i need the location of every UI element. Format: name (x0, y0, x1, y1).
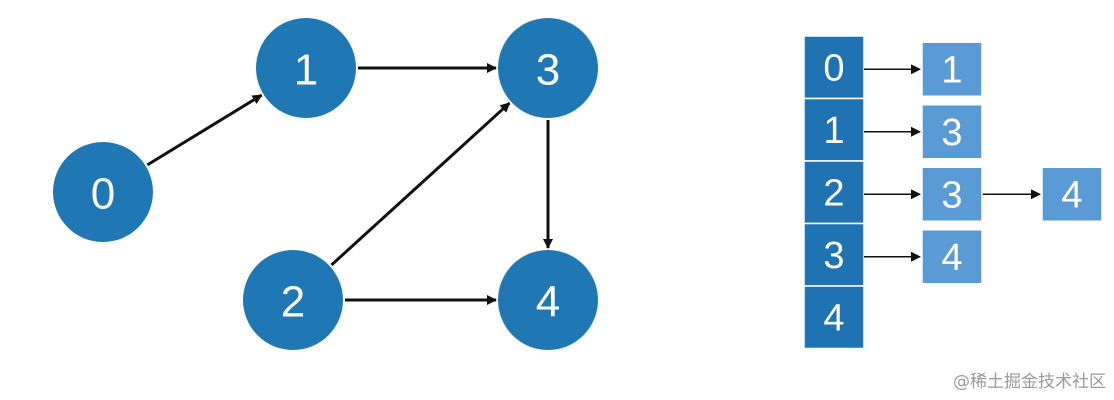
node-circle (498, 18, 598, 118)
graph-node-0: 0 (53, 142, 153, 242)
index-cell-box (803, 35, 865, 100)
index-cell-2: 2 (803, 160, 865, 225)
graph-nodes: 0 1 2 3 4 (53, 18, 598, 350)
neighbor-cell-box (921, 229, 983, 285)
index-cell-label: 4 (823, 297, 844, 339)
index-cell-label: 1 (823, 110, 844, 152)
node-label: 4 (536, 278, 560, 327)
neighbor-cell-row-0-0: 1 (921, 41, 983, 97)
graph-node-1: 1 (256, 18, 356, 118)
neighbor-cell-box (921, 166, 983, 222)
graph-node-3: 3 (498, 18, 598, 118)
neighbor-cell-box (921, 104, 983, 160)
node-label: 0 (91, 170, 115, 219)
index-cell-label: 0 (823, 47, 844, 89)
neighbor-cell-row-2-0: 3 (921, 166, 983, 222)
neighbor-cell-label: 1 (941, 49, 962, 91)
neighbor-cell-label: 3 (941, 174, 962, 216)
neighbor-cell-row-2-1: 4 (1041, 166, 1103, 222)
index-cell-box (803, 97, 865, 162)
graph-edges (146, 63, 553, 305)
index-cell-3: 3 (803, 222, 865, 287)
edge-2-to-3 (330, 101, 511, 267)
node-circle (256, 18, 356, 118)
neighbor-cell-label: 4 (1061, 174, 1082, 216)
neighbor-cell-box (921, 41, 983, 97)
adjacency-arrows (864, 64, 1041, 262)
adjacency-neighbor-cells: 1 3 3 4 4 (921, 41, 1103, 285)
neighbor-cell-box (1041, 166, 1103, 222)
node-label: 2 (281, 278, 305, 327)
edge-0-to-1 (146, 93, 263, 167)
neighbor-cell-label: 4 (941, 237, 962, 279)
index-cell-label: 3 (823, 235, 844, 277)
node-label: 3 (536, 46, 560, 95)
index-cell-box (803, 160, 865, 225)
index-cell-box (803, 222, 865, 287)
index-cell-box (803, 285, 865, 350)
index-cell-label: 2 (823, 172, 844, 214)
node-circle (498, 250, 598, 350)
index-cell-1: 1 (803, 97, 865, 162)
neighbor-cell-label: 3 (941, 112, 962, 154)
adjacency-index-column: 0 1 2 3 4 (803, 35, 865, 350)
node-circle (53, 142, 153, 242)
node-circle (243, 250, 343, 350)
watermark: @稀土掘金技术社区 (953, 372, 1106, 392)
index-cell-0: 0 (803, 35, 865, 100)
node-label: 1 (294, 46, 318, 95)
neighbor-cell-row-1-0: 3 (921, 104, 983, 160)
graph-node-4: 4 (498, 250, 598, 350)
index-cell-4: 4 (803, 285, 865, 350)
graph-node-2: 2 (243, 250, 343, 350)
neighbor-cell-row-3-0: 4 (921, 229, 983, 285)
